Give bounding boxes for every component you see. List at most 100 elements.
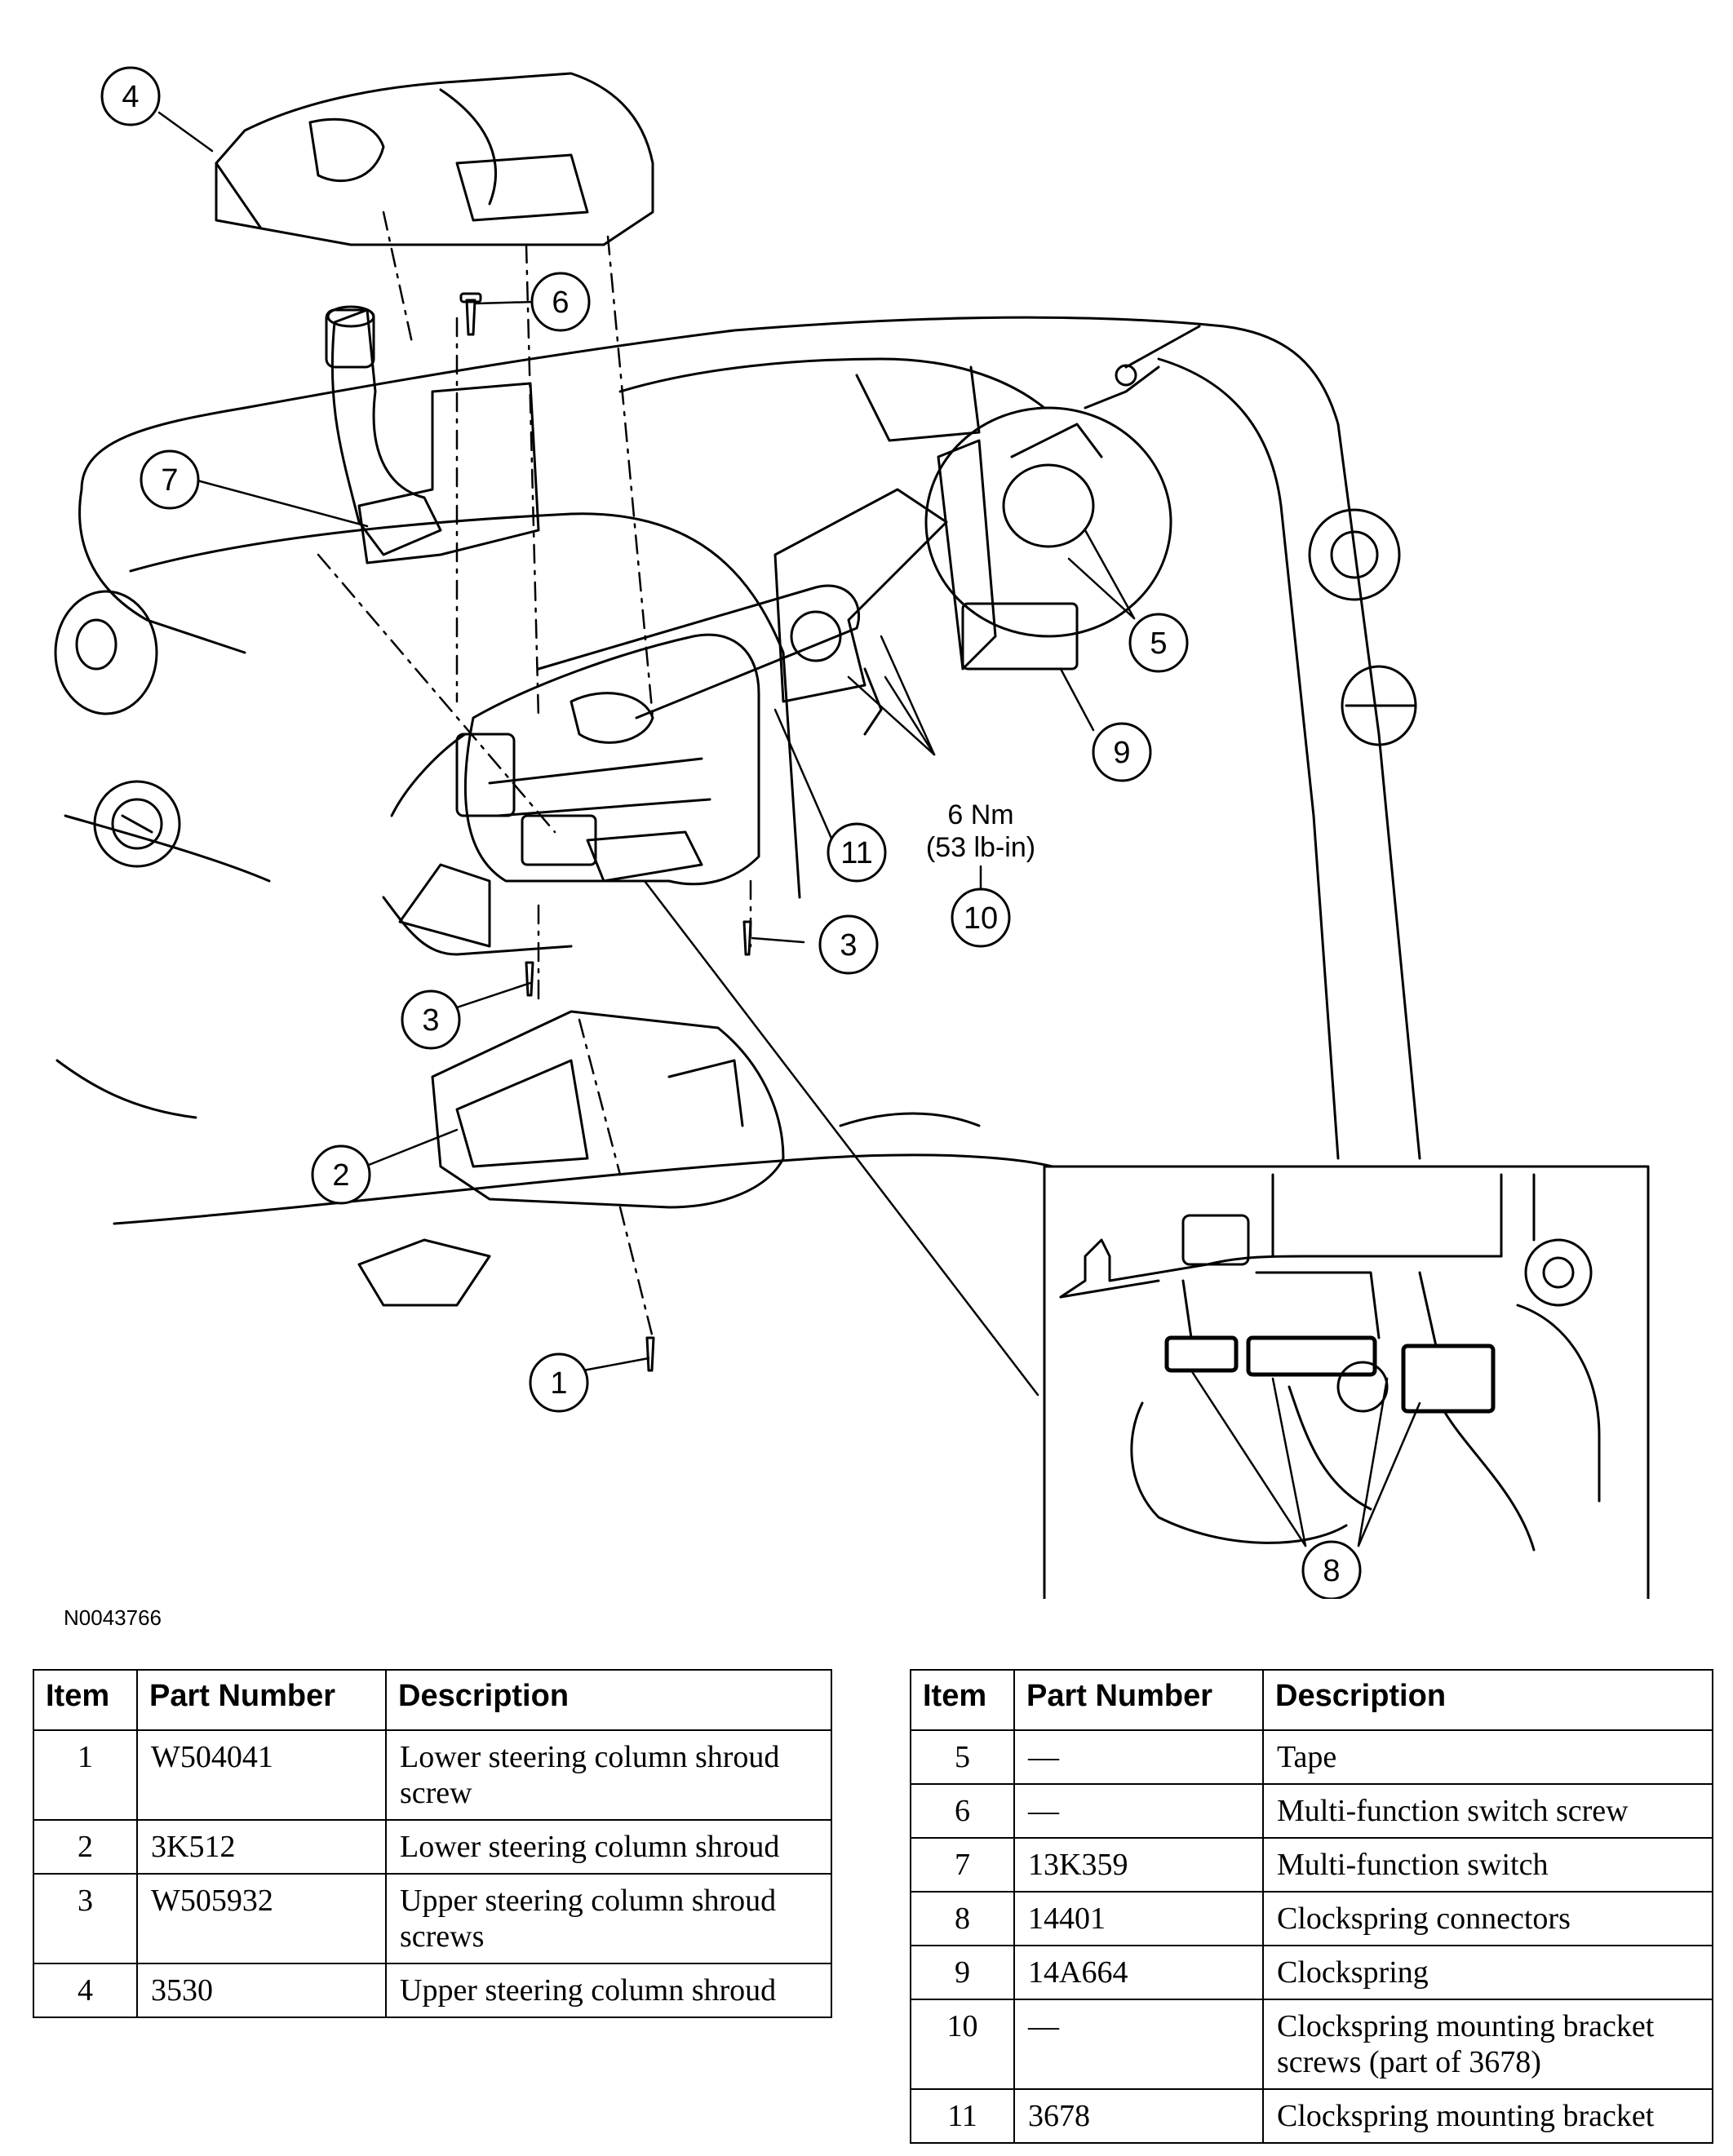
- cell-part-number: —: [1013, 1729, 1264, 1785]
- table-row: 8 14401 Clockspring connectors: [910, 1891, 1713, 1946]
- table-row: 11 3678 Clockspring mounting bracket: [910, 2088, 1713, 2144]
- torque-lbin: (53 lb-in): [926, 832, 1035, 863]
- callout-4: 4: [100, 66, 161, 126]
- header-part-number: Part Number: [1013, 1669, 1264, 1731]
- header-part-number: Part Number: [136, 1669, 387, 1731]
- cell-description: Tape: [1262, 1729, 1713, 1785]
- svg-text:10: 10: [964, 901, 998, 936]
- svg-text:1: 1: [550, 1366, 567, 1401]
- cell-part-number: —: [1013, 1999, 1264, 2090]
- table-row: 2 3K512 Lower steering column shroud: [33, 1819, 832, 1875]
- svg-text:9: 9: [1113, 736, 1130, 770]
- clockspring-part: [924, 325, 1201, 671]
- cell-item: 8: [910, 1891, 1015, 1946]
- torque-nm: 6 Nm: [947, 799, 1013, 830]
- svg-text:3: 3: [840, 928, 857, 963]
- cell-description: Lower steering column shroud screw: [385, 1729, 832, 1821]
- table-row: 1 W504041 Lower steering column shroud s…: [33, 1729, 832, 1821]
- table-header-row: Item Part Number Description: [910, 1669, 1713, 1731]
- svg-text:8: 8: [1323, 1554, 1340, 1588]
- table-row: 6 — Multi-function switch screw: [910, 1783, 1713, 1839]
- multi-function-switch-part: [325, 305, 540, 564]
- cell-part-number: W504041: [136, 1729, 387, 1821]
- header-description: Description: [385, 1669, 832, 1731]
- right-vent: [1308, 508, 1401, 601]
- callout-3-right: 3: [818, 914, 879, 975]
- callout-10: 10: [951, 888, 1011, 948]
- cell-item: 10: [910, 1999, 1015, 2090]
- svg-text:5: 5: [1150, 626, 1167, 661]
- left-vent: [54, 590, 158, 715]
- cell-description: Upper steering column shroud screws: [385, 1873, 832, 1964]
- callout-5: 5: [1128, 613, 1189, 673]
- cell-item: 2: [33, 1819, 138, 1875]
- callout-9: 9: [1092, 722, 1152, 782]
- upper-shroud-part: [215, 72, 654, 246]
- figure-id: N0043766: [64, 1605, 162, 1630]
- cell-item: 1: [33, 1729, 138, 1821]
- cell-description: Lower steering column shroud: [385, 1819, 832, 1875]
- exploded-view-diagram: 4 6 7 5 9 11 10 3 3 2 1 8: [54, 66, 1650, 1599]
- parts-table-right: Item Part Number Description 5 — Tape 6 …: [910, 1669, 1713, 2144]
- cell-part-number: 14401: [1013, 1891, 1264, 1946]
- leader-lines: [157, 111, 1421, 1547]
- screw-item-3-left: [525, 961, 534, 997]
- cell-item: 9: [910, 1945, 1015, 2000]
- header-item: Item: [910, 1669, 1015, 1731]
- header-item: Item: [33, 1669, 138, 1731]
- cell-description: Clockspring mounting bracket: [1262, 2088, 1713, 2144]
- cell-part-number: 3678: [1013, 2088, 1264, 2144]
- callout-6: 6: [530, 272, 591, 332]
- svg-text:4: 4: [122, 80, 139, 114]
- callout-11: 11: [827, 822, 887, 883]
- cell-description: Upper steering column shroud: [385, 1963, 832, 2018]
- cell-part-number: W505932: [136, 1873, 387, 1964]
- table-row: 4 3530 Upper steering column shroud: [33, 1963, 832, 2018]
- cell-part-number: 13K359: [1013, 1837, 1264, 1893]
- screw-item-1: [645, 1336, 655, 1372]
- right-knob: [1341, 665, 1417, 746]
- callout-3-left: 3: [401, 989, 461, 1050]
- instrument-panel-outline: [55, 316, 1421, 1225]
- table-row: 10 — Clockspring mounting bracket screws…: [910, 1999, 1713, 2090]
- table-row: 5 — Tape: [910, 1729, 1713, 1785]
- cell-description: Clockspring: [1262, 1945, 1713, 2000]
- svg-text:3: 3: [422, 1003, 439, 1038]
- cell-part-number: 3530: [136, 1963, 387, 2018]
- cell-item: 5: [910, 1729, 1015, 1785]
- cell-item: 6: [910, 1783, 1015, 1839]
- callout-1: 1: [529, 1352, 589, 1413]
- screw-item-3-right: [742, 920, 752, 956]
- cell-item: 11: [910, 2088, 1015, 2144]
- header-description: Description: [1262, 1669, 1713, 1731]
- table-row: 9 14A664 Clockspring: [910, 1945, 1713, 2000]
- svg-text:2: 2: [332, 1158, 349, 1193]
- cell-part-number: —: [1013, 1783, 1264, 1839]
- headlamp-switch-knob: [93, 780, 181, 868]
- cell-description: Clockspring connectors: [1262, 1891, 1713, 1946]
- parts-table-left: Item Part Number Description 1 W504041 L…: [33, 1669, 832, 2018]
- cell-description: Multi-function switch screw: [1262, 1783, 1713, 1839]
- clockspring-bracket-part: [773, 488, 948, 736]
- cell-description: Multi-function switch: [1262, 1837, 1713, 1893]
- cell-item: 4: [33, 1963, 138, 2018]
- cell-item: 7: [910, 1837, 1015, 1893]
- cell-description: Clockspring mounting bracket screws (par…: [1262, 1999, 1713, 2090]
- table-row: 3 W505932 Upper steering column shroud s…: [33, 1873, 832, 1964]
- connector-detail-inset: [1043, 1165, 1650, 1599]
- callout-8: 8: [1301, 1540, 1362, 1599]
- svg-text:6: 6: [552, 286, 569, 320]
- svg-text:11: 11: [840, 836, 872, 870]
- cell-item: 3: [33, 1873, 138, 1964]
- table-row: 7 13K359 Multi-function switch: [910, 1837, 1713, 1893]
- lower-shroud-part: [357, 1010, 785, 1307]
- cell-part-number: 14A664: [1013, 1945, 1264, 2000]
- screw-item-6: [459, 292, 482, 336]
- cell-part-number: 3K512: [136, 1819, 387, 1875]
- callout-2: 2: [311, 1144, 371, 1205]
- callout-7: 7: [140, 449, 200, 510]
- table-header-row: Item Part Number Description: [33, 1669, 832, 1731]
- torque-spec: 6 Nm (53 lb-in): [926, 799, 1035, 891]
- steering-column-part: [382, 584, 861, 956]
- svg-text:7: 7: [161, 463, 178, 498]
